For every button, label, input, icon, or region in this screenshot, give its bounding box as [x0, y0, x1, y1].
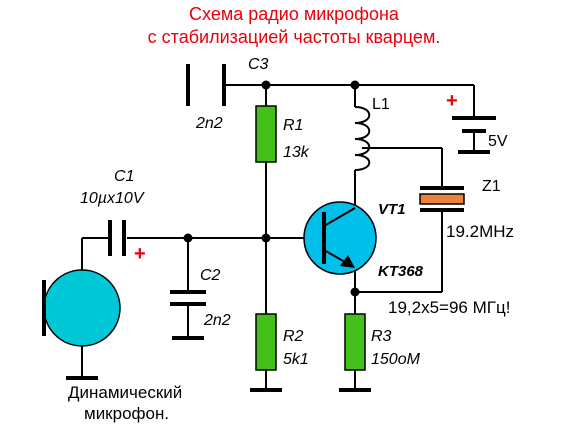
- transistor-vt1: VT1 KT368: [303, 201, 424, 280]
- crystal-z1: Z1 19.2MHz: [419, 178, 514, 241]
- c2-value: 2n2: [203, 312, 231, 329]
- microphone-icon: [42, 269, 121, 347]
- c1-name: C1: [114, 168, 134, 185]
- capacitor-c2: C2 2n2: [170, 267, 231, 329]
- capacitor-c3: C3 2n2: [186, 56, 269, 132]
- frequency-note: 19,2x5=96 МГц!: [388, 298, 510, 317]
- z1-frequency: 19.2MHz: [446, 222, 514, 241]
- microphone-label-line-1: Динамический: [68, 383, 182, 402]
- ground-symbols: [66, 150, 490, 392]
- r1-value: 13k: [283, 144, 310, 161]
- resistor-r2: R2 5k1: [255, 313, 309, 371]
- junction-dot: [261, 80, 271, 90]
- z1-name: Z1: [482, 178, 501, 195]
- l1-name: L1: [372, 96, 390, 113]
- microphone-label-line-2: микрофон.: [84, 404, 169, 423]
- junction-dot: [350, 80, 360, 90]
- r3-value: 150oM: [371, 351, 421, 368]
- battery-plus-sign: +: [446, 90, 458, 112]
- inductor-l1: L1: [354, 96, 390, 171]
- junction-dot: [261, 233, 271, 243]
- resistor-r3: R3 150oM: [344, 313, 421, 371]
- r2-value: 5k1: [283, 351, 309, 368]
- wires: [81, 84, 475, 390]
- junction-dot: [350, 287, 360, 297]
- junction-dot: [183, 233, 193, 243]
- r3-name: R3: [371, 328, 392, 345]
- c3-name: C3: [248, 56, 269, 73]
- resistor-r1: R1 13k: [255, 105, 310, 163]
- battery-voltage: 5V: [488, 133, 508, 150]
- c1-value: 10µx10V: [80, 190, 145, 207]
- vt1-name: VT1: [378, 201, 406, 218]
- junction-dots: [183, 80, 360, 297]
- c2-name: C2: [200, 267, 221, 284]
- c3-value: 2n2: [195, 115, 223, 132]
- title-line-2: с стабилизацией частоты кварцем.: [148, 27, 441, 47]
- r2-name: R2: [283, 328, 304, 345]
- title-line-1: Схема радио микрофона: [189, 4, 400, 24]
- battery: + 5V: [446, 90, 508, 150]
- vt1-part: KT368: [378, 263, 424, 280]
- capacitor-c1: + C1 10µx10V: [80, 168, 146, 265]
- c1-plus-sign: +: [134, 243, 146, 265]
- r1-name: R1: [283, 117, 303, 134]
